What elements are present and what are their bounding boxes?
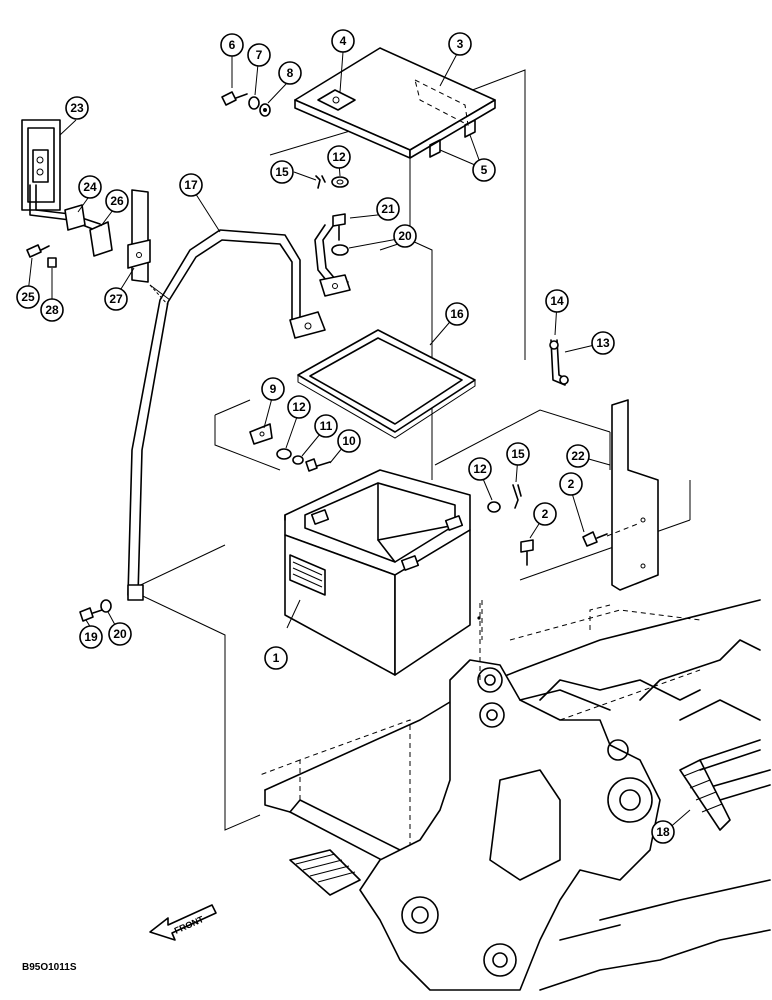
callout-14: 14 bbox=[545, 289, 569, 313]
callout-7: 7 bbox=[247, 43, 271, 67]
svg-text:7: 7 bbox=[256, 48, 263, 62]
callout-17: 17 bbox=[179, 173, 203, 197]
callout-20b: 20 bbox=[393, 224, 417, 248]
callout-18: 18 bbox=[651, 820, 675, 844]
callout-2a: 2 bbox=[533, 502, 557, 526]
svg-text:25: 25 bbox=[21, 290, 35, 304]
svg-text:14: 14 bbox=[550, 294, 564, 308]
svg-text:11: 11 bbox=[320, 419, 333, 433]
drawing-code: B95O1011S bbox=[22, 962, 77, 973]
svg-text:2: 2 bbox=[542, 507, 549, 521]
svg-text:2: 2 bbox=[568, 477, 575, 491]
callout-15b: 15 bbox=[506, 442, 530, 466]
callout-13: 13 bbox=[591, 331, 615, 355]
callout-10: 10 bbox=[337, 429, 361, 453]
callout-1: 1 bbox=[264, 646, 288, 670]
callout-26: 26 bbox=[105, 189, 129, 213]
svg-text:20: 20 bbox=[113, 627, 127, 641]
callout-25: 25 bbox=[16, 285, 40, 309]
callout-2b: 2 bbox=[559, 472, 583, 496]
callout-21: 21 bbox=[376, 197, 400, 221]
callout-5: 5 bbox=[472, 158, 496, 182]
callout-28: 28 bbox=[40, 298, 64, 322]
svg-text:27: 27 bbox=[109, 292, 123, 306]
svg-text:4: 4 bbox=[340, 34, 347, 48]
front-direction-arrow: FRONT bbox=[149, 904, 217, 941]
svg-text:19: 19 bbox=[84, 630, 98, 644]
callout-8: 8 bbox=[278, 61, 302, 85]
svg-text:8: 8 bbox=[287, 66, 294, 80]
machine-frame bbox=[259, 599, 771, 991]
svg-text:18: 18 bbox=[656, 825, 670, 839]
hold-down-frame bbox=[297, 329, 476, 439]
svg-text:21: 21 bbox=[381, 202, 395, 216]
callout-27: 27 bbox=[104, 287, 128, 311]
svg-text:12: 12 bbox=[473, 462, 487, 476]
callout-11: 11 bbox=[314, 414, 338, 438]
svg-text:12: 12 bbox=[332, 150, 346, 164]
svg-text:9: 9 bbox=[270, 382, 277, 396]
svg-text:22: 22 bbox=[571, 449, 585, 463]
callout-15a: 15 bbox=[270, 160, 294, 184]
svg-text:5: 5 bbox=[481, 163, 488, 177]
battery-box bbox=[284, 469, 483, 676]
svg-text:1: 1 bbox=[273, 651, 280, 665]
svg-text:15: 15 bbox=[511, 447, 525, 461]
callout-22: 22 bbox=[566, 444, 590, 468]
hardware bbox=[79, 91, 659, 622]
callout-24: 24 bbox=[78, 175, 102, 199]
callout-20a: 20 bbox=[108, 622, 132, 646]
callout-4: 4 bbox=[331, 29, 355, 53]
svg-text:12: 12 bbox=[292, 400, 306, 414]
callout-12a: 12 bbox=[327, 145, 351, 169]
leader-lines bbox=[27, 51, 691, 831]
svg-text:13: 13 bbox=[596, 336, 610, 350]
callout-23: 23 bbox=[65, 96, 89, 120]
svg-text:16: 16 bbox=[450, 307, 464, 321]
svg-text:23: 23 bbox=[70, 101, 84, 115]
callout-3: 3 bbox=[448, 32, 472, 56]
svg-text:3: 3 bbox=[457, 37, 464, 51]
handrail bbox=[127, 224, 351, 601]
svg-text:15: 15 bbox=[275, 165, 289, 179]
callout-19: 19 bbox=[79, 625, 103, 649]
callout-9: 9 bbox=[261, 377, 285, 401]
svg-text:6: 6 bbox=[229, 38, 236, 52]
callout-16: 16 bbox=[445, 302, 469, 326]
svg-text:20: 20 bbox=[398, 229, 412, 243]
svg-text:17: 17 bbox=[184, 178, 198, 192]
mirror-assembly bbox=[21, 119, 171, 306]
callout-12b: 12 bbox=[287, 395, 311, 419]
callout-6: 6 bbox=[220, 33, 244, 57]
svg-text:28: 28 bbox=[45, 303, 59, 317]
svg-text:10: 10 bbox=[342, 434, 356, 448]
svg-text:24: 24 bbox=[83, 180, 97, 194]
callout-12c: 12 bbox=[468, 457, 492, 481]
svg-text:26: 26 bbox=[110, 194, 124, 208]
